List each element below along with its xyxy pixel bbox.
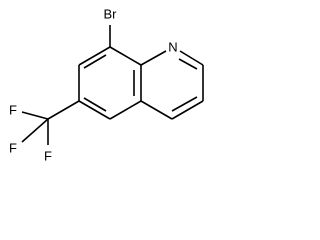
atom-label-fluorine-left: F [9, 103, 17, 118]
atom-labels: Br N F F F [9, 7, 178, 164]
bond-c4-c4a [140, 100, 173, 120]
bond-c8a-n1 [140, 50, 167, 66]
bond-n1-c2 [179, 50, 204, 66]
bond-c3-c4 [171, 100, 204, 120]
bond-c6-cf3 [47, 100, 80, 120]
bond-lines [21, 25, 204, 145]
bond-c8a-c8 [109, 46, 142, 66]
atom-label-bromine: Br [104, 7, 118, 22]
atom-label-fluorine-bottom: F [44, 149, 52, 164]
molecule-structure: Br N F F F [9, 7, 204, 164]
bond-cf3-f-left [21, 111, 49, 120]
bond-c5-c6-inner [83, 97, 107, 112]
bond-c5-c4a [109, 100, 142, 120]
bond-n1-c2-inner [178, 58, 198, 70]
bond-c3-c4-inner [171, 96, 198, 112]
bond-c8-c7 [78, 46, 111, 66]
bond-c6-c5 [78, 100, 111, 120]
atom-label-fluorine-bottom-left: F [9, 141, 17, 156]
atom-label-nitrogen: N [168, 40, 177, 55]
bond-cf3-f-bottom-left [21, 118, 49, 143]
bond-c7-c8-inner [83, 54, 107, 69]
